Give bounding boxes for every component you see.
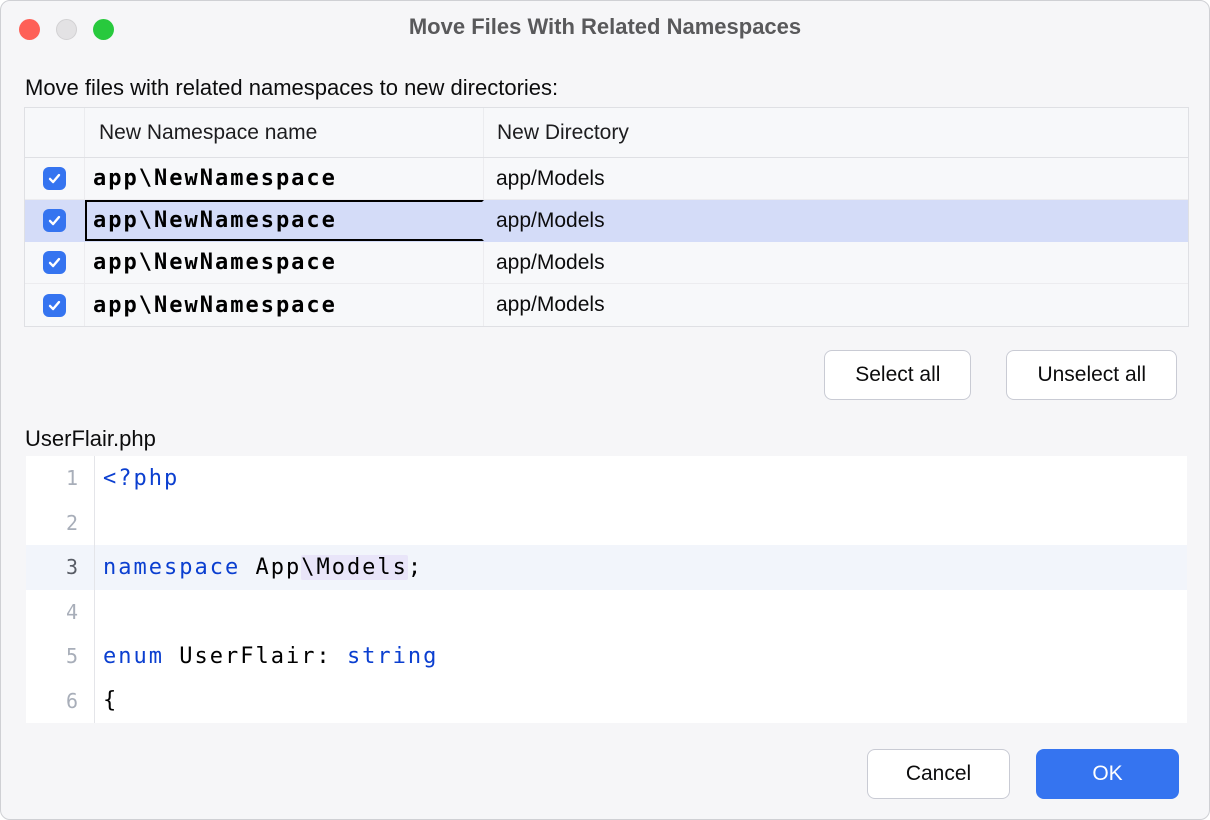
- directory-cell[interactable]: app/Models: [496, 166, 605, 190]
- table-header-row: New Namespace name New Directory: [25, 108, 1188, 158]
- code-text: <?php: [103, 465, 180, 491]
- code-text: {: [103, 688, 119, 714]
- row-checkbox-cell: [25, 284, 85, 326]
- line-number: 2: [26, 500, 95, 545]
- code-text: enum UserFlair: string: [103, 643, 439, 669]
- checkmark-icon: [48, 300, 61, 310]
- dialog-actions: Cancel OK: [867, 749, 1179, 799]
- table-body: app\NewNamespace app/Models app\NewNames…: [25, 158, 1188, 326]
- code-line: 1 <?php: [26, 456, 1187, 501]
- code-line: 5 enum UserFlair: string: [26, 634, 1187, 679]
- checked-checkbox[interactable]: [43, 167, 66, 190]
- line-number: 3: [26, 545, 95, 590]
- row-checkbox-cell: [25, 242, 85, 283]
- table-row[interactable]: app\NewNamespace app/Models: [25, 200, 1188, 242]
- directory-cell[interactable]: app/Models: [496, 250, 605, 274]
- selection-actions: Select all Unselect all: [824, 350, 1177, 400]
- line-number: 1: [26, 456, 95, 501]
- table-row[interactable]: app\NewNamespace app/Models: [25, 284, 1188, 326]
- row-checkbox-cell: [25, 200, 85, 241]
- checked-checkbox[interactable]: [43, 293, 66, 317]
- minimize-window-button: [56, 19, 77, 40]
- line-number: 5: [26, 634, 95, 679]
- namespaces-table: New Namespace name New Directory app\New…: [24, 107, 1189, 327]
- checkmark-icon: [48, 173, 61, 184]
- namespace-cell[interactable]: app\NewNamespace: [85, 284, 484, 326]
- directory-cell[interactable]: app/Models: [496, 293, 605, 316]
- cancel-button[interactable]: Cancel: [867, 749, 1010, 799]
- directory-cell[interactable]: app/Models: [496, 208, 605, 232]
- checked-checkbox[interactable]: [43, 251, 66, 274]
- line-number: 4: [26, 589, 95, 634]
- zoom-window-button[interactable]: [93, 19, 114, 40]
- checked-checkbox[interactable]: [43, 209, 66, 232]
- table-row[interactable]: app\NewNamespace app/Models: [25, 158, 1188, 200]
- code-line: 2: [26, 500, 1187, 545]
- code-preview-editor: 1 <?php 2 3 namespace App\Models; 4 5 en…: [26, 456, 1187, 723]
- instruction-label: Move files with related namespaces to ne…: [25, 75, 559, 100]
- header-namespace-column: New Namespace name: [85, 108, 484, 157]
- header-checkbox-column: [25, 108, 85, 157]
- namespace-cell[interactable]: app\NewNamespace: [85, 242, 484, 283]
- close-window-button[interactable]: [19, 19, 40, 40]
- preview-filename: UserFlair.php: [25, 426, 156, 451]
- title-bar: Move Files With Related Namespaces: [1, 1, 1209, 51]
- window-title: Move Files With Related Namespaces: [408, 14, 802, 39]
- code-line: 6 {: [26, 678, 1187, 723]
- checkmark-icon: [48, 215, 61, 226]
- header-directory-column: New Directory: [497, 120, 629, 144]
- namespace-cell[interactable]: app\NewNamespace: [85, 200, 484, 241]
- namespace-cell[interactable]: app\NewNamespace: [85, 158, 484, 199]
- select-all-button[interactable]: Select all: [824, 350, 972, 400]
- ok-button[interactable]: OK: [1036, 749, 1179, 799]
- code-line: 3 namespace App\Models;: [26, 545, 1187, 590]
- row-checkbox-cell: [25, 158, 85, 199]
- code-line: 4: [26, 589, 1187, 634]
- line-number: 6: [26, 678, 95, 723]
- code-text: namespace App\Models;: [103, 554, 424, 580]
- table-row[interactable]: app\NewNamespace app/Models: [25, 242, 1188, 284]
- unselect-all-button[interactable]: Unselect all: [1006, 350, 1177, 400]
- checkmark-icon: [48, 257, 61, 268]
